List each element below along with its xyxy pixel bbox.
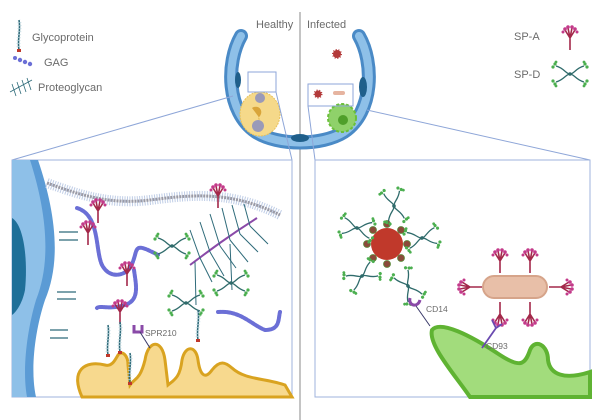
zoom-lines: [11, 91, 591, 161]
infected-macrophage: [327, 103, 357, 133]
cd93-receptor: [481, 319, 503, 349]
healthy-label: Healthy: [256, 19, 294, 31]
epithelial-nucleus: [235, 72, 241, 88]
healthy-macrophage: [239, 91, 281, 137]
healthy-detail-panel: SPR210: [11, 159, 295, 399]
infected-zoom-box: [307, 83, 354, 107]
epithelial-nucleus: [291, 134, 309, 142]
legend-sp-a: SP-A: [514, 31, 540, 43]
macrophage-cell: [429, 324, 592, 399]
legend-gag: GAG: [44, 57, 68, 69]
legend-sp-d: SP-D: [514, 69, 540, 81]
infected-label: Infected: [307, 19, 346, 31]
virus-icon: [332, 49, 342, 59]
epithelial-nucleus: [359, 77, 367, 97]
virus-icon: [313, 89, 323, 99]
cd14-receptor: [408, 297, 431, 327]
sp-d-icon: [550, 59, 590, 89]
legend-left: Glycoprotein GAG Proteoglycan: [9, 18, 102, 97]
healthy-zoom-box: [247, 71, 277, 93]
legend-glycoprotein: Glycoprotein: [32, 32, 94, 44]
bacterium-icon: [333, 91, 345, 95]
legend-right: SP-A SP-D: [514, 24, 590, 89]
alveolus: [224, 29, 376, 150]
epithelial-glycoprotein: [50, 231, 78, 339]
gag-icon: [13, 56, 33, 67]
bacterium: [482, 275, 548, 299]
proteoglycan-icon: [9, 77, 33, 97]
sp-a-icon: [560, 24, 580, 51]
virus-particle: [363, 220, 411, 268]
cd93-label: CD93: [486, 341, 508, 351]
surfactant-membrane: [45, 178, 283, 220]
infected-detail-panel: CD14 CD93: [314, 159, 592, 399]
epithelial-cell: [12, 160, 55, 397]
glycoprotein-icon: [15, 18, 23, 54]
spr210-receptor: [132, 325, 151, 349]
cd14-label: CD14: [426, 304, 448, 314]
spr210-label: SPR210: [145, 328, 177, 338]
legend-proteoglycan: Proteoglycan: [38, 82, 102, 94]
